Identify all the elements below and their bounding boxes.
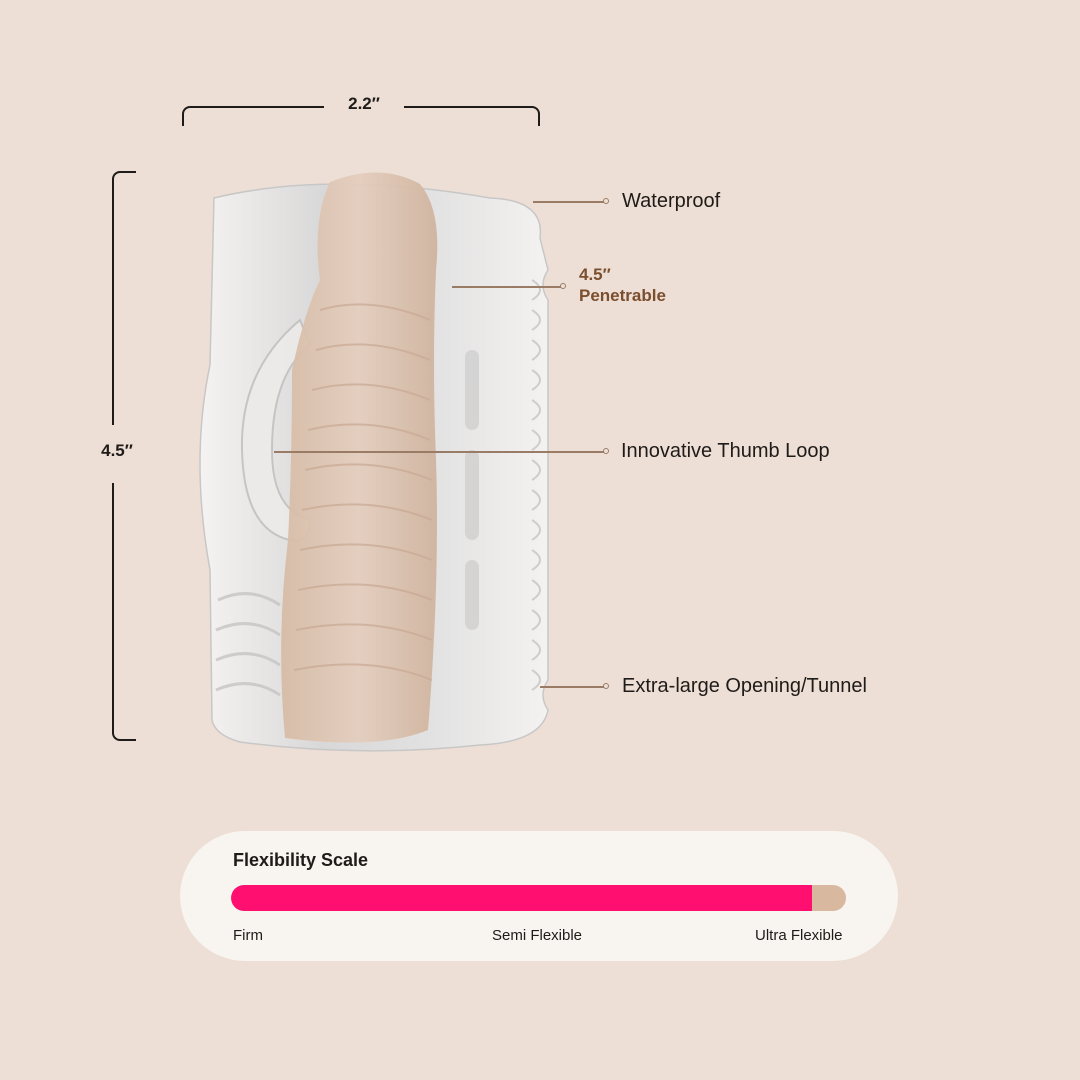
penetrable-leader-line	[452, 283, 566, 289]
flexibility-label-ultra: Ultra Flexible	[755, 927, 843, 944]
height-dimension: 4.5″	[101, 171, 136, 741]
flexibility-card: Flexibility Scale Firm Semi Flexible Ult…	[180, 831, 898, 961]
height-bracket-top	[112, 171, 136, 425]
opening-leader-line	[540, 683, 609, 689]
penetrable-length-label: 4.5″	[579, 265, 611, 284]
opening-label: Extra-large Opening/Tunnel	[622, 675, 867, 697]
waterproof-label: Waterproof	[622, 190, 721, 212]
thumb-loop-leader-line	[274, 448, 609, 454]
flexibility-fill	[231, 885, 813, 911]
width-bracket-left	[182, 106, 324, 126]
thumb-loop-label: Innovative Thumb Loop	[621, 440, 830, 462]
penetrable-label: Penetrable	[579, 286, 666, 305]
height-bracket-bottom	[112, 483, 136, 741]
flexibility-track	[231, 885, 846, 911]
width-dimension: 2.2″	[182, 94, 540, 126]
width-bracket-right	[404, 106, 540, 126]
height-label: 4.5″	[101, 441, 133, 460]
waterproof-leader-line	[533, 198, 609, 204]
flexibility-title: Flexibility Scale	[233, 850, 369, 870]
stroker-sleeve-graphic	[199, 172, 549, 752]
flexibility-label-firm: Firm	[233, 927, 263, 944]
product-image	[180, 160, 560, 760]
width-label: 2.2″	[348, 94, 380, 113]
flexibility-label-semi: Semi Flexible	[492, 927, 583, 944]
